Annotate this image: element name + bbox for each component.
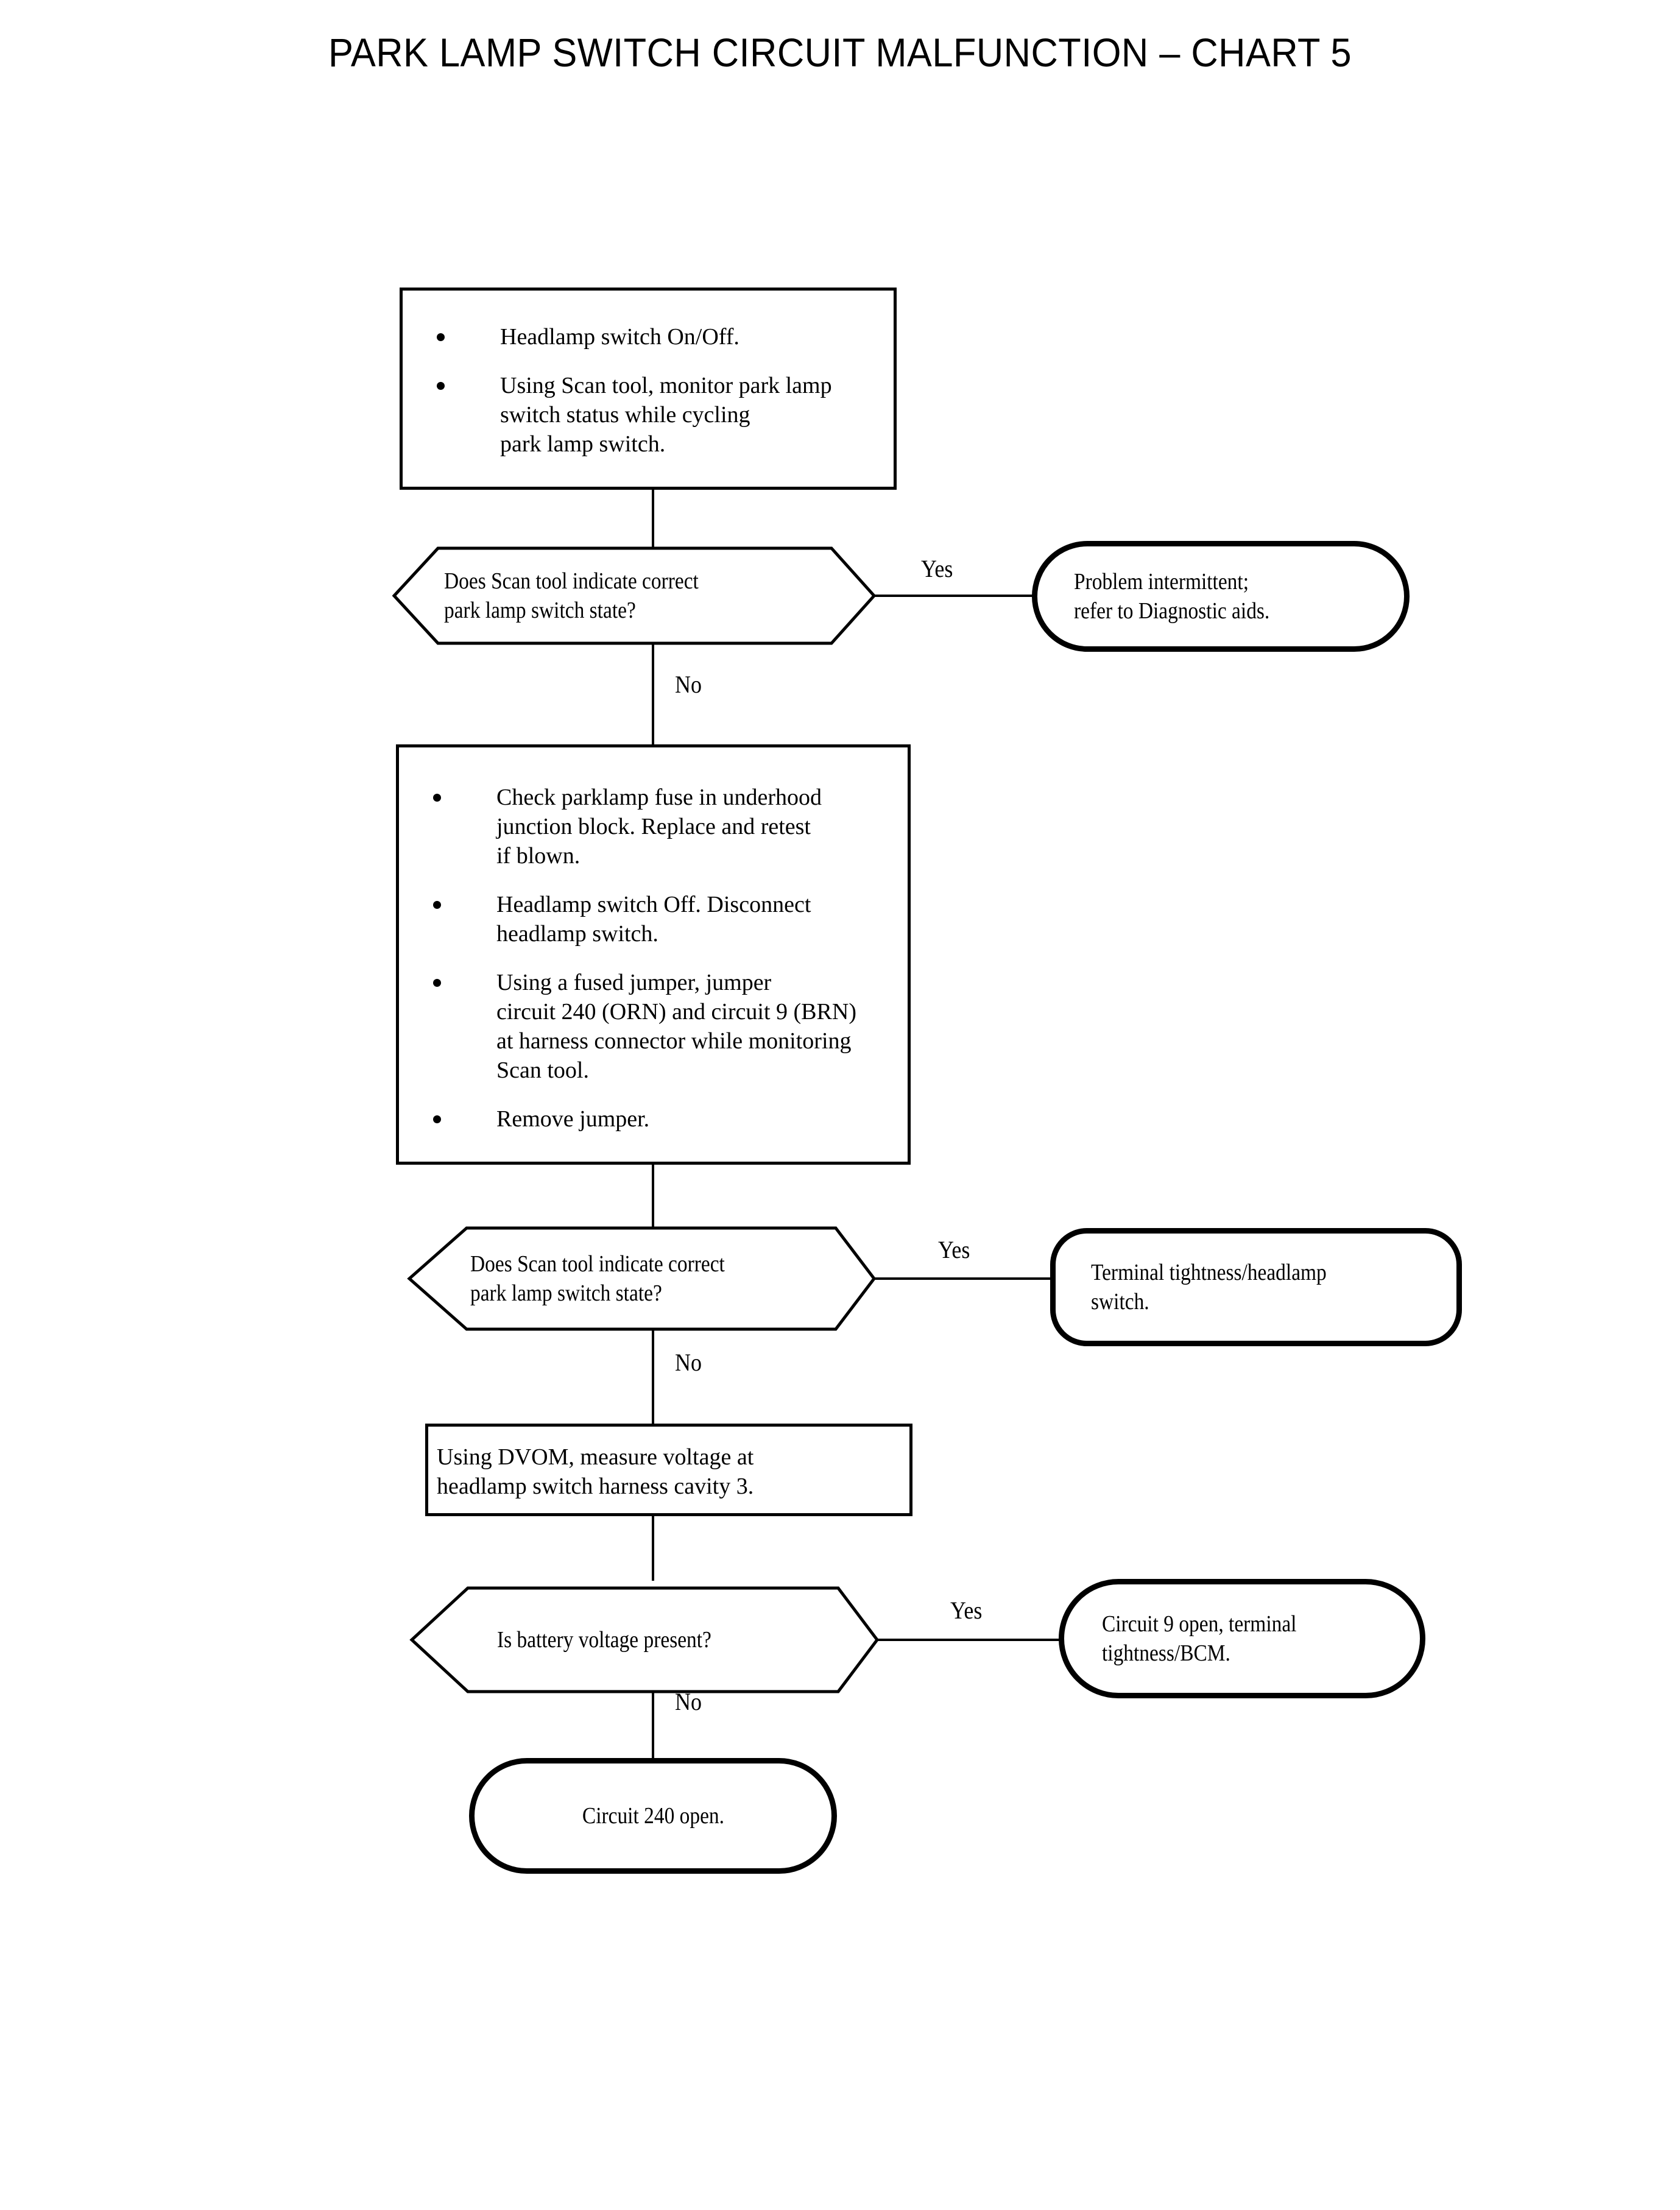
bullet-list: Headlamp switch On/Off. Using Scan tool,… [403,322,894,459]
list-item-label: Headlamp switch Off. Disconnect headlamp… [496,892,811,947]
list-item-label: Remove jumper. [496,1106,650,1132]
branch-label-no-2: No [675,1349,702,1376]
decision-label-wrap: Does Scan tool indicate correct park lam… [470,1226,848,1331]
connector-decision1-no [652,643,654,746]
terminal-label: Circuit 9 open, terminal tightness/BCM. [1102,1611,1297,1666]
connector-decision3-yes [877,1639,1061,1641]
connector-decision2-no [652,1329,654,1429]
decision-node-1: Does Scan tool indicate correct park lam… [392,546,877,645]
terminal-node-3: Circuit 9 open, terminal tightness/BCM. [1059,1579,1425,1698]
process-label: Using DVOM, measure voltage at headlamp … [437,1444,754,1499]
bullet-icon [433,794,441,802]
decision-label: Is battery voltage present? [497,1627,711,1653]
connector-decision3-no [652,1692,654,1759]
process-box-step2: Check parklamp fuse in underhood junctio… [396,744,911,1165]
page-title: PARK LAMP SWITCH CIRCUIT MALFUNCTION – C… [328,30,1352,75]
list-item: Remove jumper. [399,1104,908,1134]
decision-label-wrap: Is battery voltage present? [497,1586,838,1693]
bullet-icon [433,979,441,987]
list-item: Using Scan tool, monitor park lamp switc… [403,371,894,459]
list-item: Check parklamp fuse in underhood junctio… [399,783,908,870]
terminal-text-wrap: Terminal tightness/headlamp switch. [1091,1234,1456,1341]
process-text-wrap: Using DVOM, measure voltage at headlamp … [437,1442,906,1501]
list-item-label: Check parklamp fuse in underhood junctio… [496,785,822,869]
terminal-label: Terminal tightness/headlamp switch. [1091,1260,1327,1315]
decision-node-2: Does Scan tool indicate correct park lam… [407,1226,877,1331]
branch-label-yes-3: Yes [950,1597,983,1624]
decision-node-3: Is battery voltage present? [409,1586,880,1693]
list-item: Headlamp switch Off. Disconnect headlamp… [399,890,908,948]
branch-label-yes-1: Yes [921,555,953,582]
decision-label: Does Scan tool indicate correct park lam… [470,1251,725,1306]
decision-label: Does Scan tool indicate correct park lam… [444,568,699,623]
connector-decision1-yes [874,595,1034,597]
connector-decision2-yes [874,1277,1052,1280]
list-item: Headlamp switch On/Off. [403,322,894,351]
bullet-icon [433,1115,441,1123]
connector-step3-to-decision3 [652,1516,654,1581]
terminal-node-1: Problem intermittent; refer to Diagnosti… [1032,541,1410,652]
terminal-node-2: Terminal tightness/headlamp switch. [1050,1228,1462,1346]
bullet-icon [437,382,445,390]
terminal-text-wrap: Circuit 240 open. [475,1763,831,1868]
terminal-label: Circuit 240 open. [582,1803,724,1829]
list-item-label: Using a fused jumper, jumper circuit 240… [496,970,856,1083]
branch-label-yes-2: Yes [938,1236,970,1263]
bullet-icon [433,901,441,909]
list-item: Using a fused jumper, jumper circuit 240… [399,968,908,1085]
branch-label-no-1: No [675,671,702,698]
terminal-text-wrap: Problem intermittent; refer to Diagnosti… [1074,546,1403,646]
terminal-label: Problem intermittent; refer to Diagnosti… [1074,569,1270,624]
process-box-step3: Using DVOM, measure voltage at headlamp … [425,1424,912,1516]
decision-label-wrap: Does Scan tool indicate correct park lam… [444,547,846,644]
list-item-label: Headlamp switch On/Off. [500,324,739,350]
bullet-icon [437,333,445,341]
list-item-label: Using Scan tool, monitor park lamp switc… [500,373,832,457]
terminal-node-4: Circuit 240 open. [469,1758,837,1874]
bullet-list: Check parklamp fuse in underhood junctio… [399,783,908,1134]
terminal-text-wrap: Circuit 9 open, terminal tightness/BCM. [1102,1584,1413,1693]
connector-step1-to-decision1 [652,490,654,548]
branch-label-no-3: No [675,1688,702,1715]
connector-step2-to-decision2 [652,1165,654,1229]
process-box-step1: Headlamp switch On/Off. Using Scan tool,… [400,288,897,490]
